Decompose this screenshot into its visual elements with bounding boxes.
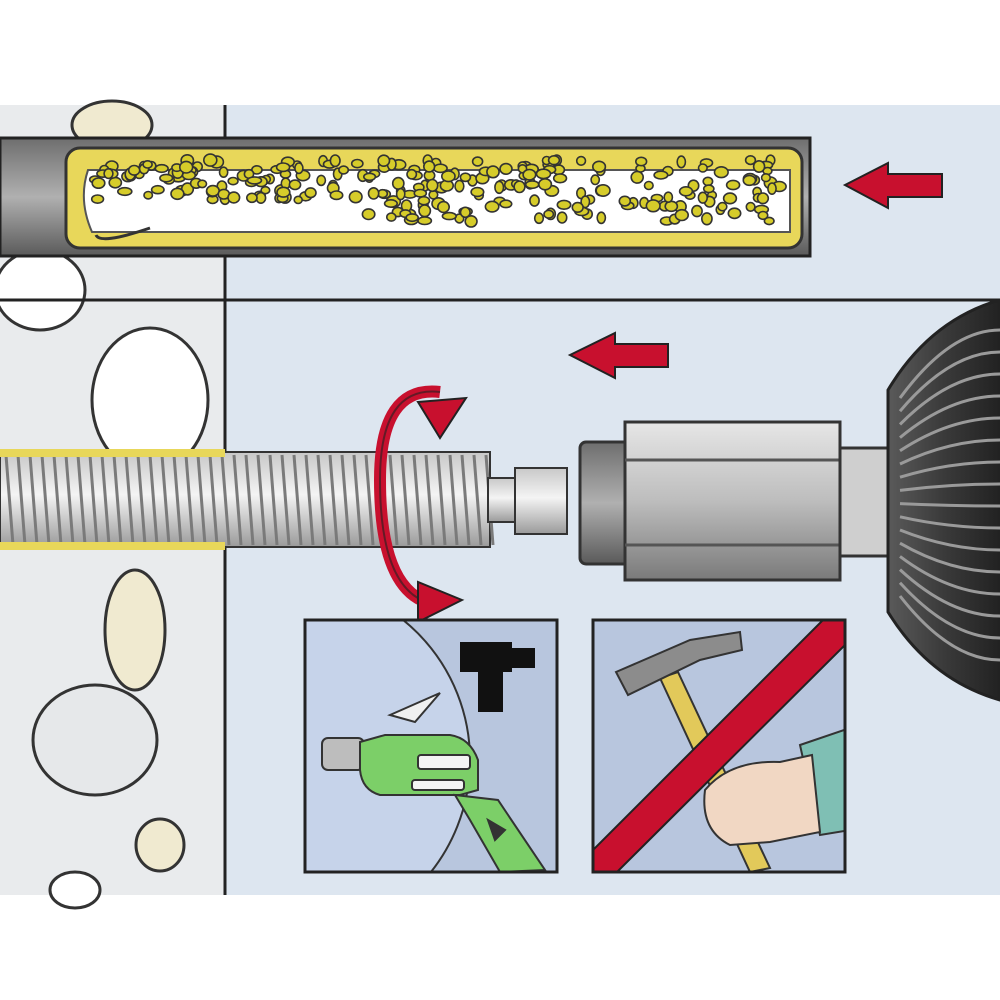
setting-tool-collar [578, 440, 632, 566]
step-insert-capsule [0, 136, 812, 258]
panel-hammer-prohibited [591, 618, 847, 874]
push-arrow-icon [567, 331, 669, 380]
drill-shaft [838, 446, 892, 558]
panel-rotary-drill [303, 618, 559, 874]
hand-icon [703, 728, 845, 847]
rod-threads [4, 454, 495, 546]
setting-tool-hex [623, 420, 842, 582]
capsule-granules [88, 153, 787, 228]
prohibited-slash-icon [593, 620, 845, 872]
rod-hex-end [514, 467, 568, 535]
drill-bit-cone-icon [387, 692, 441, 724]
push-arrow-icon [842, 161, 943, 210]
rotation-arrow-icon [373, 385, 468, 624]
rod-neck [487, 477, 519, 523]
step-drive-rod [0, 298, 1000, 702]
drill-icon [321, 734, 547, 872]
drill-rotary-mode-icon [460, 642, 535, 712]
